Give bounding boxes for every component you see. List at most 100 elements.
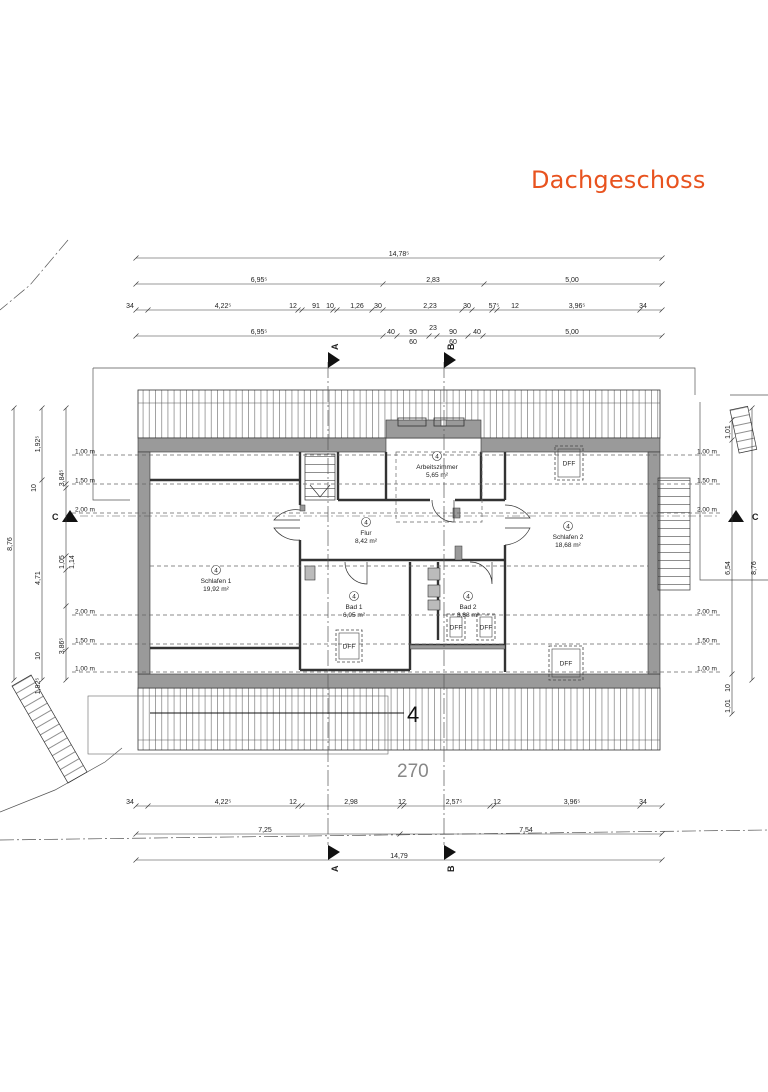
dim-label: 90 [449,329,457,336]
floor-number: 4 [407,702,419,727]
room-number: 4 [214,567,218,574]
level-label-left: 2,00 m [75,507,95,514]
dim-label: 6,54 [725,561,732,575]
dim-label: 4,71 [35,571,42,585]
room-area: 18,68 m² [555,542,581,549]
dim-label: 23 [429,325,437,332]
stairs [11,405,758,784]
dim-label: 2,57⁵ [446,799,463,806]
dim-label: 1,26 [350,303,364,310]
stair-left-exterior [11,674,88,784]
room-number: 4 [364,519,368,526]
dim-label: 1,92⁵ [35,678,42,695]
dim-label: 60 [409,339,417,346]
dim-label: 12 [289,799,297,806]
dim-label: 34 [126,799,134,806]
level-label-right: 1,00 m [697,666,717,673]
dim-label: 1,01 [725,699,732,713]
skylights: DFF DFF DFF DFF DFF [335,445,584,681]
stair-interior [304,453,336,501]
room-area: 8,42 m² [355,538,378,545]
room-number-circle [361,517,371,527]
dormer-windows [397,417,465,427]
dim-label: 4,22⁵ [215,799,232,806]
dim-label: 30 [463,303,471,310]
section-a-bottom-arrow [328,845,340,860]
dim-label: 10 [326,303,334,310]
section-a-bottom-label: A [330,865,340,872]
level-label-left: 1,50 m [75,478,95,485]
room-number-circle [432,451,442,461]
room-number: 4 [352,593,356,600]
interior-wall-poche [299,504,506,650]
skylight-label: DFF [480,625,493,632]
section-a-top-arrow [328,352,340,368]
level-label-left: 1,50 m [75,638,95,645]
skylight: DFF [335,629,363,663]
dim-label: 6,95⁵ [251,329,268,336]
dim-label: 2,23 [423,303,437,310]
dim-label: 4,22⁵ [215,303,232,310]
dim-label: 3,84⁵ [59,470,66,487]
dim-label: 1,05 [59,555,66,569]
room-area: 6,95 m² [343,612,366,619]
stair-top-right [729,405,758,454]
page-title: Dachgeschoss [531,166,706,194]
skylight: DFF [548,645,584,681]
dim-label: 34 [639,303,647,310]
dim-label: 40 [387,329,395,336]
room-name: Bad 1 [346,604,363,611]
skylight: DFF [554,445,584,481]
room-number-circle [463,591,473,601]
room-name: Bad 2 [460,604,477,611]
section-b-top-arrow [444,352,456,368]
dim-label: 40 [473,329,481,336]
outer-walls [137,419,661,689]
section-c-left-label: C [52,512,59,522]
dim-label: 2,98 [344,799,358,806]
dim-label: 10 [35,652,42,660]
dim-label: 14,79 [390,853,408,860]
dim-label: 1,14 [69,555,76,569]
dim-label: 7,25 [258,827,272,834]
room-area: 19,92 m² [203,586,229,593]
skylight-label: DFF [563,461,576,468]
section-markers: A B A B C C [52,343,759,872]
room-name: Schlafen 1 [201,578,232,585]
dim-label: 1,01 [725,425,732,439]
room-number-circle [563,521,573,531]
site-boundary-lines [0,239,768,841]
level-label-right: 1,50 m [697,478,717,485]
section-a-top-label: A [330,343,340,350]
skylight-label: DFF [450,625,463,632]
dim-label: 7,54 [519,827,533,834]
skylight-label: DFF [560,661,573,668]
dim-label: 3,86⁵ [59,638,66,655]
stair-right-exterior [657,477,691,591]
level-label-right: 1,50 m [697,638,717,645]
dimension-chains [11,255,755,863]
dim-label: 90 [409,329,417,336]
dim-label: 5,00 [565,277,579,284]
level-label-left: 1,00 m [75,449,95,456]
dim-label: 14,78⁵ [389,251,410,258]
skylight-label: DFF [343,644,356,651]
room-area: 3,88 m² [457,612,480,619]
dim-label: 30 [374,303,382,310]
dim-label: 10 [31,484,38,492]
level-label-left: 1,00 m [75,666,95,673]
level-label-left: 2,00 m [75,609,95,616]
skylight: DFF [476,613,496,641]
room-name: Arbeitszimmer [416,464,458,471]
room-number: 4 [566,523,570,530]
room-name: Schlafen 2 [553,534,584,541]
dim-label: 1,92⁵ [35,436,42,453]
room-number-circle [349,591,359,601]
